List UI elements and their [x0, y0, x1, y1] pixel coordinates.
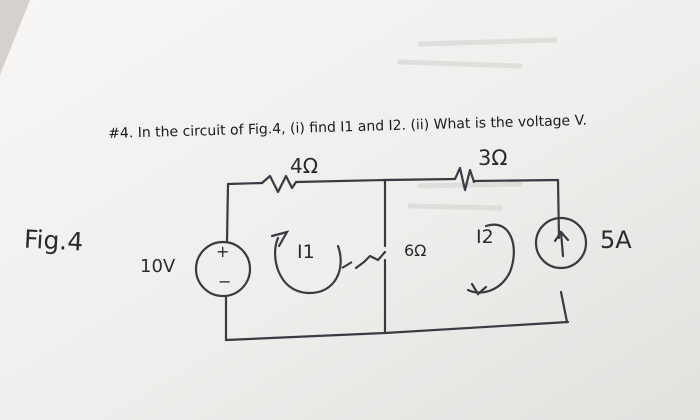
- resistor-4-ohm-label: 4Ω: [290, 154, 319, 178]
- bleed-through: [397, 37, 558, 211]
- current-source-label: 5A: [600, 226, 632, 254]
- loop-current-1-arrow-icon: [274, 236, 342, 295]
- loop-current-1-label: I1: [297, 241, 315, 263]
- figure-label: Fig.4: [23, 224, 84, 257]
- source-voltage-label: 10V: [140, 256, 176, 277]
- current-source: [534, 216, 588, 270]
- source-plus-sign: +: [216, 242, 230, 261]
- resistor-3-ohm: [453, 166, 476, 192]
- resistor-3-ohm-label: 3Ω: [478, 146, 508, 170]
- current-source-arrow-icon: [553, 230, 570, 258]
- source-minus-sign: −: [218, 272, 232, 291]
- resistor-6-ohm: [354, 250, 387, 270]
- resistor-4-ohm: [260, 174, 298, 194]
- loop-current-2-label: I2: [476, 226, 494, 248]
- circuit-wires: [224, 166, 570, 342]
- resistor-6-ohm-label: 6Ω: [404, 241, 427, 260]
- loop-current-2-arrow-icon: [466, 223, 515, 294]
- voltage-source: [194, 240, 252, 298]
